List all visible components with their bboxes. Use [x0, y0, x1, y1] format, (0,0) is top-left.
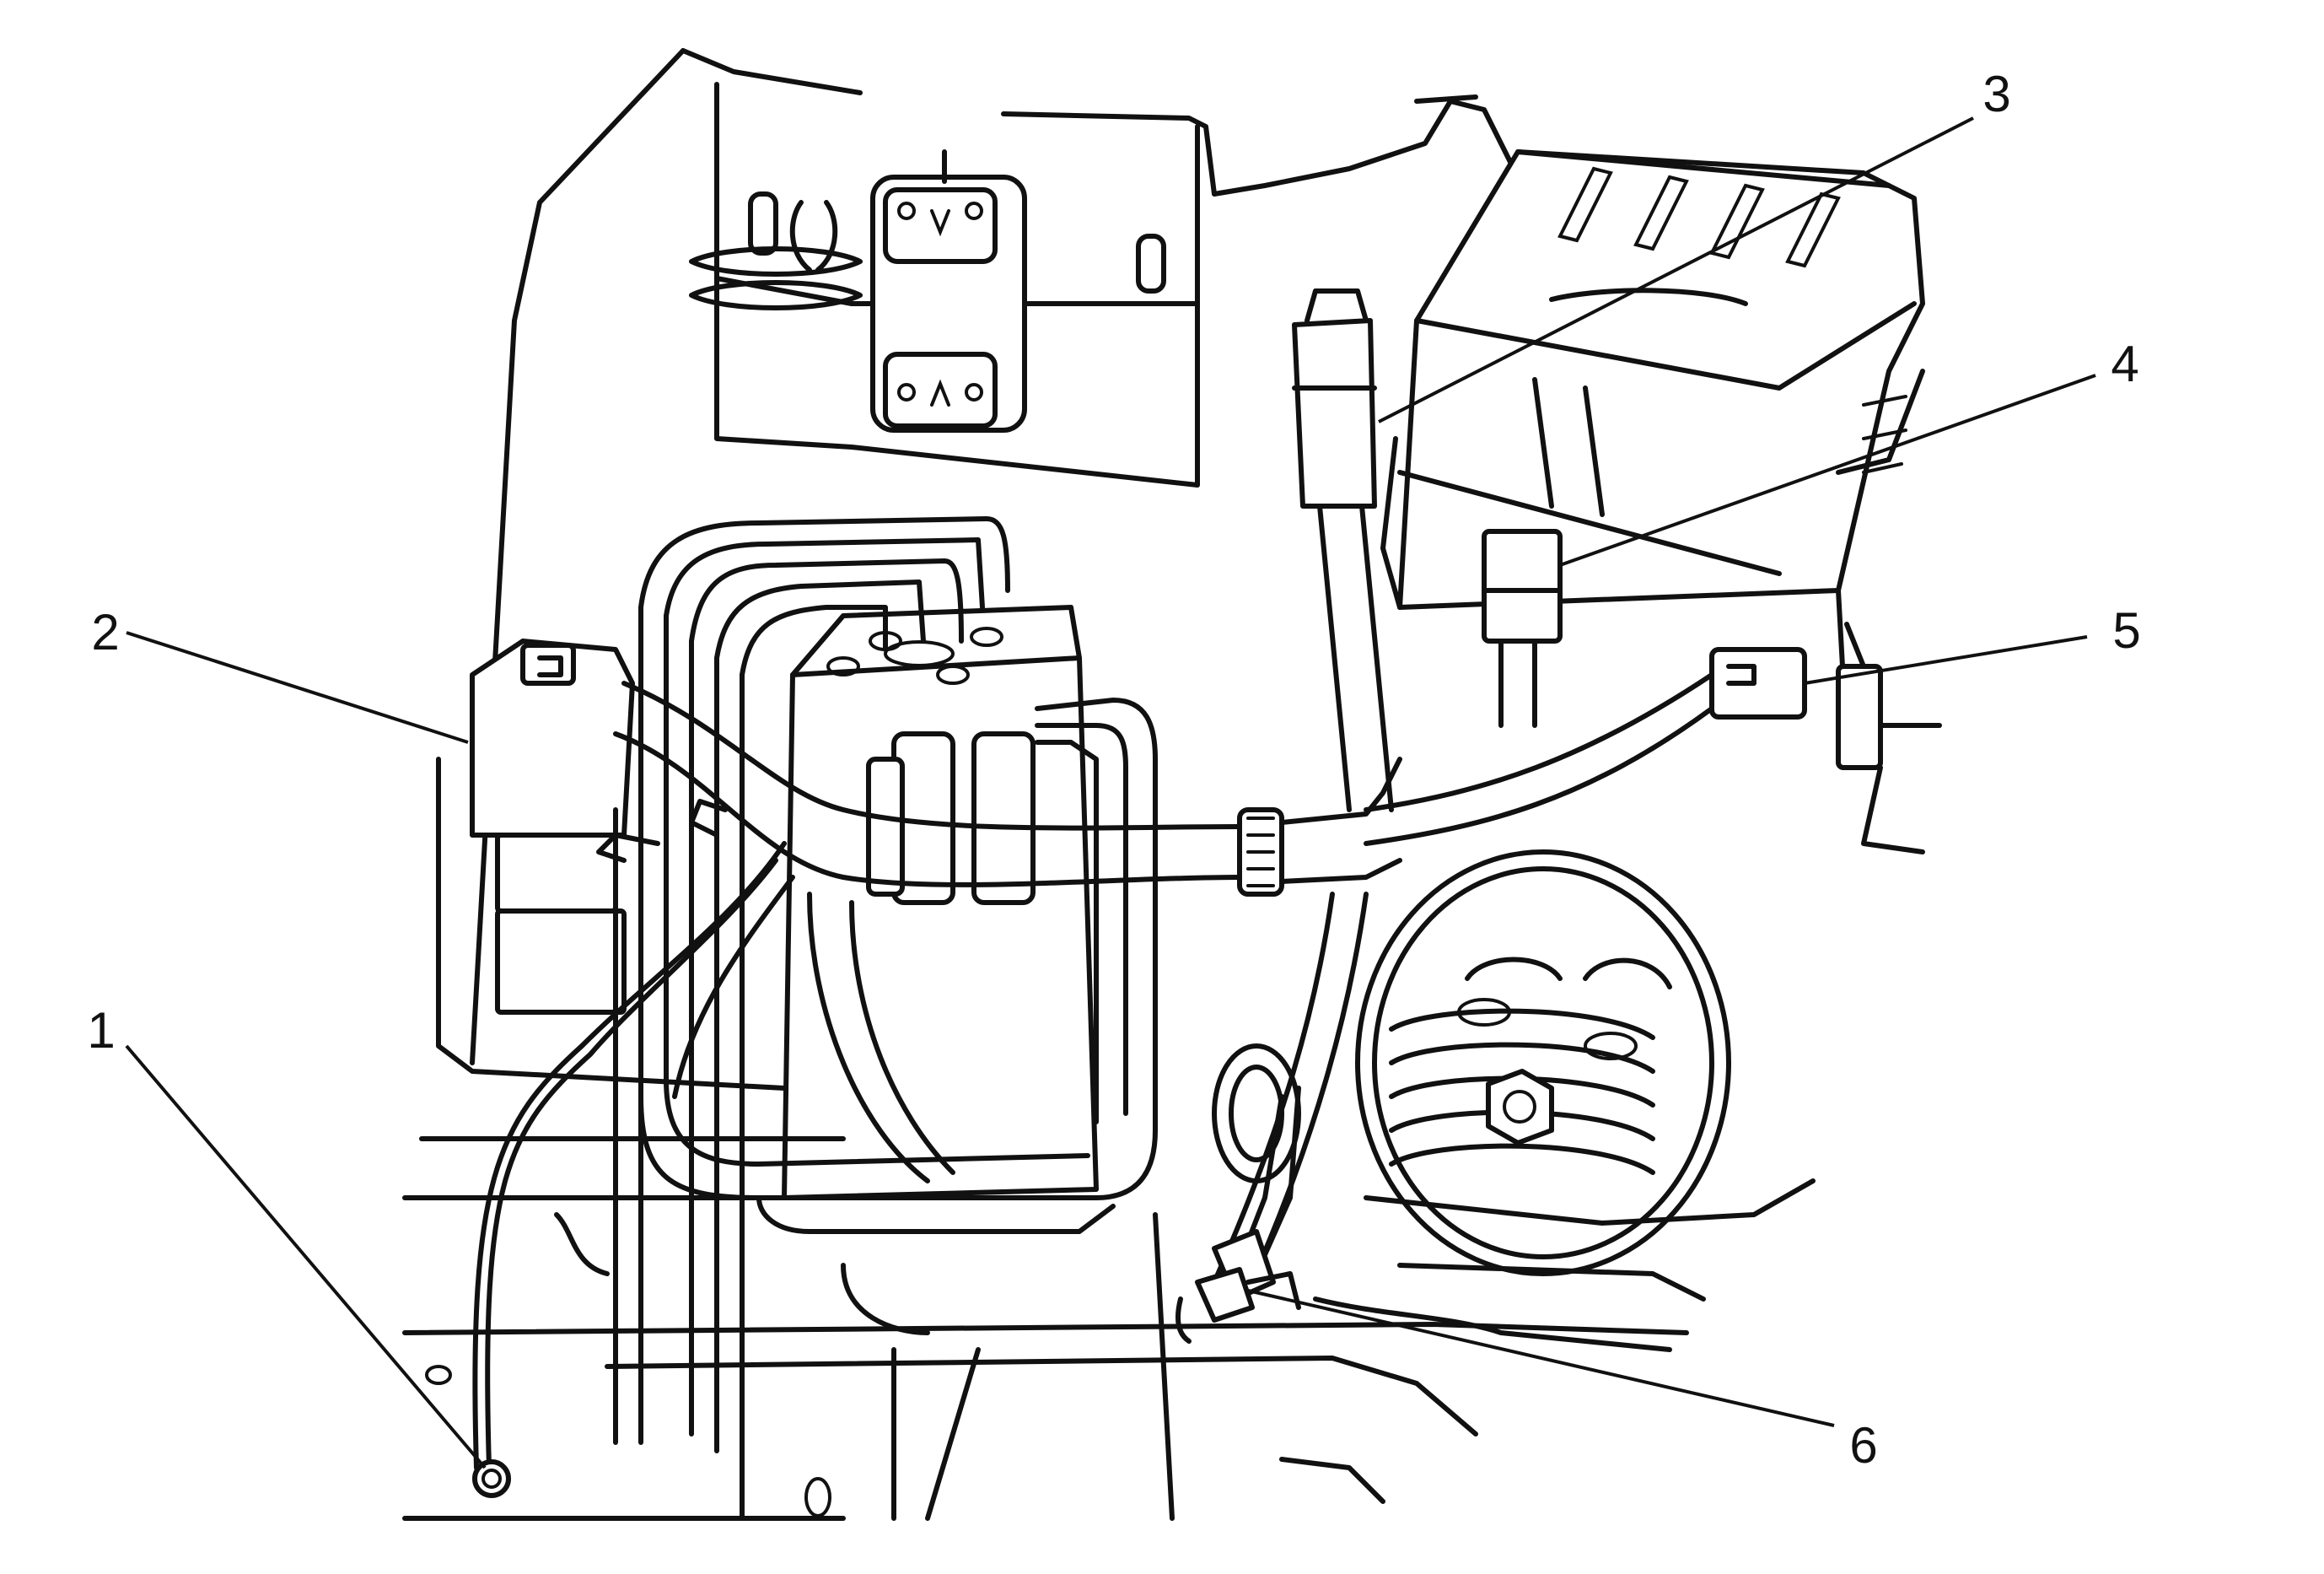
pulley-assembly — [1355, 849, 1731, 1276]
callout-5: 5 — [2112, 602, 2140, 659]
callout-3: 3 — [1982, 66, 2010, 122]
leader-5 — [1804, 635, 2088, 685]
leader-2 — [126, 631, 469, 744]
connector-5 — [1364, 647, 1807, 846]
abs-modulator — [782, 605, 1099, 1200]
ground-eyelet-1 — [472, 1459, 511, 1498]
leader-3 — [1378, 116, 1974, 423]
frame-rails — [402, 1136, 1816, 1521]
callout-6: 6 — [1849, 1417, 1877, 1474]
wiring-harness — [472, 504, 1402, 1470]
leader-4 — [1559, 374, 2096, 567]
leader-1 — [125, 1044, 487, 1469]
mounting-bracket — [689, 82, 1200, 488]
connector-4 — [1482, 529, 1563, 728]
connector-6-assembly — [1175, 1043, 1301, 1344]
callout-1: 1 — [87, 1002, 115, 1059]
callout-2: 2 — [91, 604, 119, 660]
connector-3 — [1292, 288, 1377, 509]
callout-4: 4 — [2111, 336, 2138, 392]
leader-6 — [1247, 1289, 1835, 1427]
fuse-block — [1380, 149, 1942, 854]
callout-labels: 1 2 3 4 5 6 — [87, 66, 2140, 1474]
leader-lines — [125, 116, 2096, 1469]
